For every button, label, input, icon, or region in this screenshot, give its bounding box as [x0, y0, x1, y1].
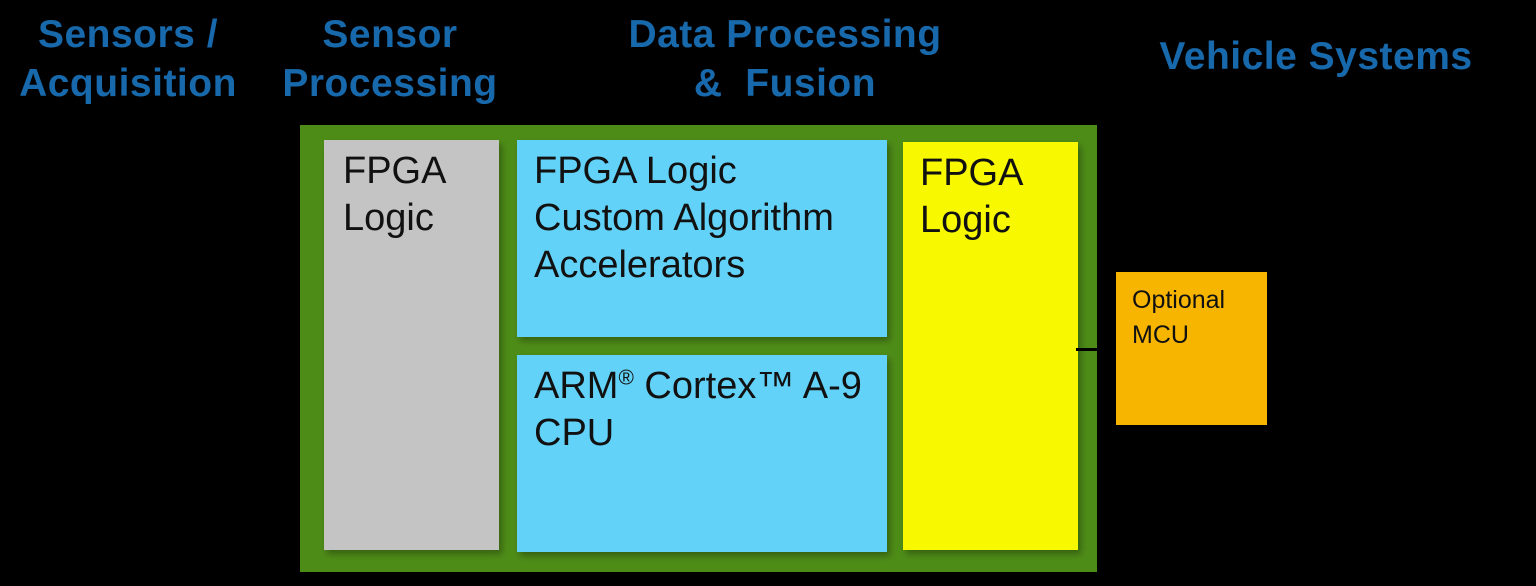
board-to-mcu-connector-line	[1076, 348, 1104, 351]
column-header-sensors-acquisition: Sensors /Acquisition	[19, 13, 237, 105]
column-header-data-processing-fusion: Data Processing& Fusion	[628, 13, 942, 105]
column-header-vehicle-systems: Vehicle Systems	[1159, 35, 1473, 78]
